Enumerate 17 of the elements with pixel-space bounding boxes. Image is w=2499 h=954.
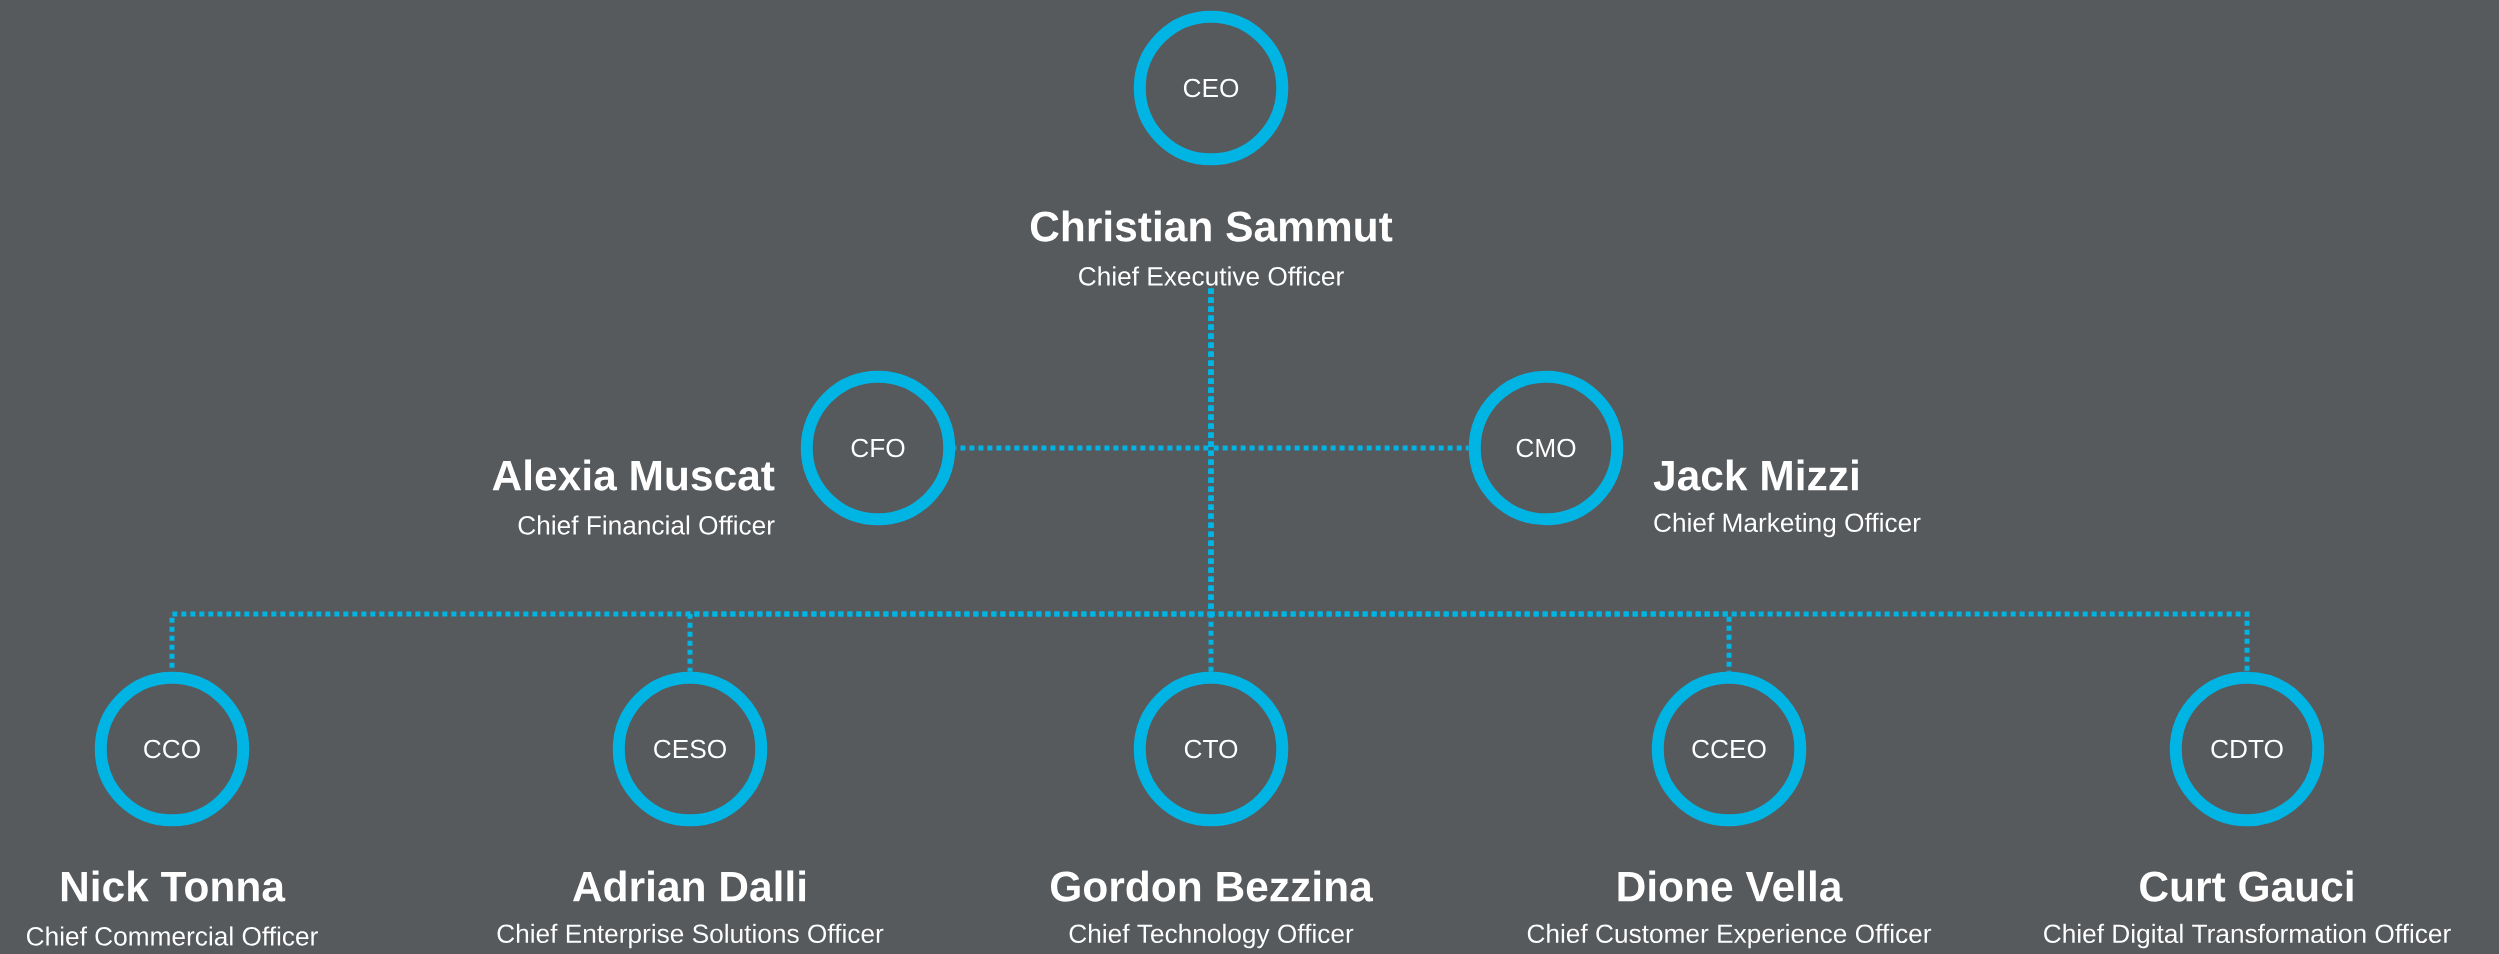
person-name: Gordon Bezzina [1051, 870, 1374, 902]
job-title: Chief Commercial Officer [27, 926, 318, 946]
job-title: Chief Enterprise Solutions Officer [497, 923, 884, 949]
job-title: Chief Financial Officer [518, 515, 775, 535]
job-title: Chief Digital Transformation Officer [2044, 923, 2451, 949]
person-name: Curt Gauci [2140, 870, 2353, 902]
job-title: Chief Executive Officer [1079, 266, 1344, 286]
person-name: Jack Mizzi [1653, 459, 1858, 491]
connector-line [1208, 288, 2250, 672]
job-title: Chief Customer Experience Officer [1527, 923, 1932, 949]
person-name: Christian Sammut [1030, 210, 1393, 242]
job-title: Chief Marketing Officer [1654, 512, 1921, 538]
person-name: Alexia Muscat [492, 459, 775, 491]
person-name: Nick Tonna [61, 870, 286, 902]
job-title: Chief Technology Officer [1069, 923, 1354, 949]
person-name: Dione Vella [1618, 870, 1843, 902]
person-name: Adrian Dalli [573, 870, 806, 902]
